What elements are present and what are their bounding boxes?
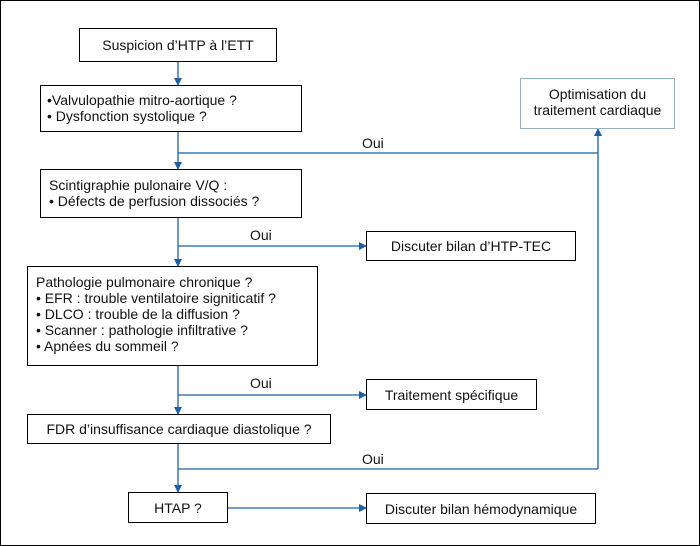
yes-label-q1: Oui	[362, 135, 384, 151]
q5-text: HTAP ?	[154, 499, 202, 516]
q3-line-5: • Apnées du sommeil ?	[36, 338, 179, 354]
outcome-cardiac-box: Optimisation du traitement cardiaque	[520, 78, 675, 129]
q3-line-1: Pathologie pulmonaire chronique ?	[36, 274, 253, 290]
question-valvulopathy-box: •Valvulopathie mitro-aortique ? • Dysfon…	[40, 85, 302, 132]
question-pulmonary-box: Pathologie pulmonaire chronique ? • EFR …	[27, 266, 318, 366]
cardiac-line-1: Optimisation du	[548, 86, 647, 102]
specific-text: Traitement spécifique	[384, 386, 519, 403]
q2-line-1: Scintigraphie pulonaire V/Q :	[49, 177, 228, 193]
q1-line-1: •Valvulopathie mitro-aortique ?	[47, 92, 237, 108]
question-scintigraphy-box: Scintigraphie pulonaire V/Q : • Défects …	[40, 169, 302, 218]
question-diastolic-box: FDR d’insuffisance cardiaque diastolique…	[27, 414, 331, 444]
q3-line-3: • DLCO : trouble de la diffusion ?	[36, 306, 240, 322]
q1-line-2: • Dysfonction systolique ?	[47, 108, 207, 124]
yes-label-q4: Oui	[362, 451, 384, 467]
q4-text: FDR d’insuffisance cardiaque diastolique…	[46, 421, 312, 437]
question-htap-box: HTAP ?	[128, 492, 228, 523]
outcome-specific-box: Traitement spécifique	[366, 379, 537, 410]
hemo-text: Discuter bilan hémodynamique	[384, 500, 578, 517]
outcome-hemodynamic-box: Discuter bilan hémodynamique	[366, 493, 596, 524]
q3-line-4: • Scanner : pathologie infiltrative ?	[36, 322, 248, 338]
q3-line-2: • EFR : trouble ventilatoire signiticati…	[36, 290, 276, 306]
cardiac-line-2: traitement cardiaque	[533, 102, 662, 118]
q2-line-2: • Défects de perfusion dissociés ?	[49, 193, 260, 209]
tec-text: Discuter bilan d’HTP-TEC	[390, 238, 552, 254]
start-text: Suspicion d’HTP à l’ETT	[102, 37, 254, 53]
outcome-tec-box: Discuter bilan d’HTP-TEC	[366, 231, 576, 261]
yes-label-q2: Oui	[250, 227, 272, 243]
yes-label-q3: Oui	[250, 375, 272, 391]
start-box: Suspicion d’HTP à l’ETT	[79, 28, 277, 62]
